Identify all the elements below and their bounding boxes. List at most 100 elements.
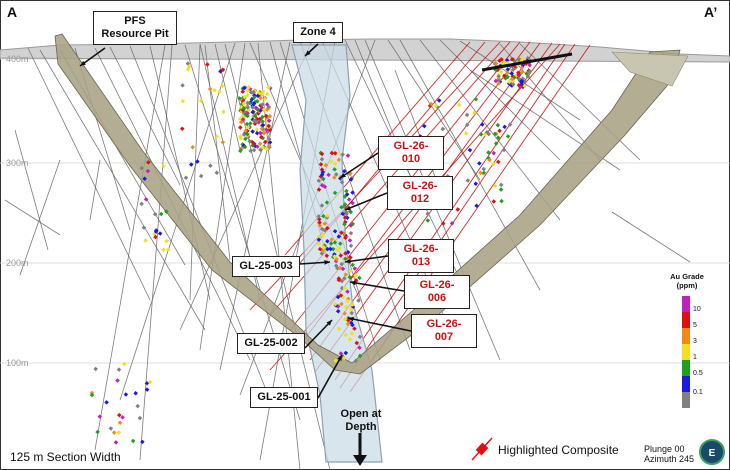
assay-dot-404 [349,310,354,316]
assay-dot-302 [319,157,325,162]
assay-dot-360 [322,221,328,226]
assay-dot-494 [135,403,140,409]
callout-arrowhead-1 [305,50,311,56]
assay-dot-138 [238,136,244,141]
plunge-azimuth-block: Plunge 00 Azimuth 245 [644,444,694,465]
assay-dot-503 [144,387,150,392]
assay-dot-426 [342,285,347,291]
assay-dot-56 [251,147,257,153]
assay-dot-446 [481,170,487,175]
assay-dot-428 [357,353,363,359]
callout-arrowhead-3 [345,205,351,211]
assay-dot-310 [321,176,326,182]
assay-dot-420 [336,276,342,281]
drill-trace-8 [94,44,166,451]
drill-trace-42 [189,44,201,301]
assay-dot-106 [255,99,260,104]
assay-dot-462 [139,165,144,171]
assay-dot-445 [502,124,507,130]
assay-dot-431 [491,161,496,167]
assay-dot-91 [255,93,261,99]
callout-gl-26-007: GL-26-007 [411,314,477,349]
assay-dot-80 [241,132,247,137]
assay-dot-50 [240,89,246,94]
assay-dot-184 [522,83,527,89]
elevation-label-200: 200m [6,258,29,268]
assay-dot-48 [259,126,265,131]
callout-arrow-8 [304,319,333,349]
assay-dot-555 [189,162,194,167]
assay-dot-101 [245,88,250,93]
assay-dot-540 [180,83,185,88]
assay-dot-408 [343,332,348,338]
assay-dot-461 [161,247,166,252]
assay-dot-36 [257,141,263,146]
assay-dot-547 [198,98,204,103]
assay-dot-489 [115,378,120,383]
assay-dot-166 [261,107,267,112]
assay-dot-282 [340,152,345,157]
assay-dot-150 [245,131,250,137]
drill-trace-22 [179,40,313,331]
assay-dot-354 [317,220,322,225]
assay-dot-358 [348,209,353,215]
assay-dot-104 [251,95,257,100]
assay-dot-233 [499,69,504,75]
assay-dot-389 [339,278,345,284]
assay-dot-160 [266,104,272,110]
assay-dot-344 [333,161,338,166]
assay-dot-395 [350,322,355,328]
assay-dot-504 [140,439,145,445]
callout-arrowhead-8 [326,320,332,326]
assay-dot-271 [316,178,322,183]
drill-trace-1 [39,49,206,331]
assay-dot-536 [208,163,213,168]
assay-dot-544 [190,144,195,150]
assay-dot-551 [195,159,200,164]
callout-arrow-9 [317,354,343,399]
assay-dot-443 [478,132,484,137]
elevation-label-400: 400m [6,54,29,64]
callout-arrowhead-0 [80,60,86,66]
assay-dot-259 [516,70,521,75]
assay-dot-342 [332,190,338,196]
legend-label-1: 1 [693,354,697,361]
assay-dot-29 [260,102,265,107]
assay-dot-107 [257,116,263,122]
assay-dot-359 [348,230,354,236]
assay-dot-447 [505,134,511,139]
assay-dot-543 [220,140,226,145]
assay-dot-334 [340,211,346,217]
drill-trace-5 [109,46,181,186]
assay-dot-484 [116,367,122,372]
assay-dot-375 [335,265,340,271]
assay-dot-148 [238,148,243,154]
assay-dot-194 [496,74,501,79]
callout-arrowhead-6 [348,316,354,322]
azimuth-label: Azimuth 245 [644,454,695,465]
assay-dot-514 [441,221,446,226]
assay-dot-60 [251,89,256,95]
assay-dot-337 [317,246,323,252]
callout-gl-26-006: GL-26-006 [404,275,470,310]
section-width-label: 125 m Section Width [10,450,121,464]
assay-dot-529 [428,101,434,107]
assay-dot-78 [265,91,270,97]
assay-dot-140 [267,136,272,142]
assay-dot-303 [324,253,330,258]
assay-dot-502 [104,400,109,405]
assay-dot-488 [117,420,123,425]
legend-swatch-1 [682,312,690,328]
assay-dot-558 [207,86,213,92]
assay-dot-471 [164,209,169,214]
assay-dot-336 [318,162,324,167]
assay-dot-253 [505,70,510,76]
assay-dot-292 [328,246,333,252]
assay-dot-552 [183,175,189,180]
assay-dot-469 [164,238,169,244]
drill-trace-36 [19,159,61,276]
section-corner-right: A’ [704,4,718,20]
assay-dot-557 [205,62,210,67]
callout-arrow-2 [339,152,379,179]
